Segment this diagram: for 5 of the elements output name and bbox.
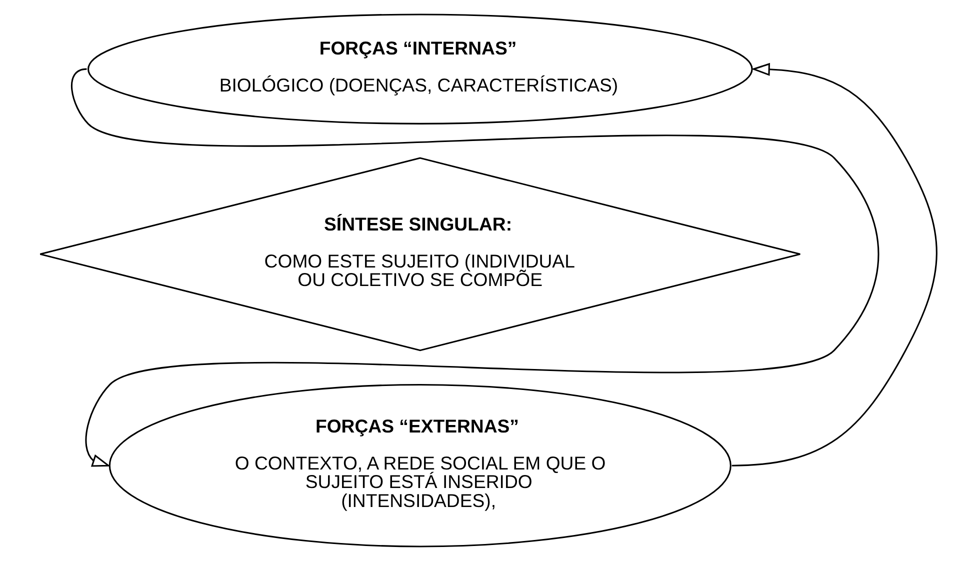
node-diamond: SÍNTESE SINGULAR: COMO ESTE SUJEITO (INDIVIDUAL OU COLETIVO SE COMPÕE (39, 157, 801, 352)
node-ellipse: FORÇAS “EXTERNAS” O CONTEXTO, A REDE SOCIAL EM QUE O SUJEITO ESTÁ INSERIDO (INTENSIDADES), (108, 384, 732, 548)
arrow (732, 62, 938, 466)
node-ellipse: FORÇAS “INTERNAS” BIOLÓGICO (DOENÇAS, CARACTERÍSTICAS) (88, 14, 753, 124)
arrow (72, 68, 879, 467)
